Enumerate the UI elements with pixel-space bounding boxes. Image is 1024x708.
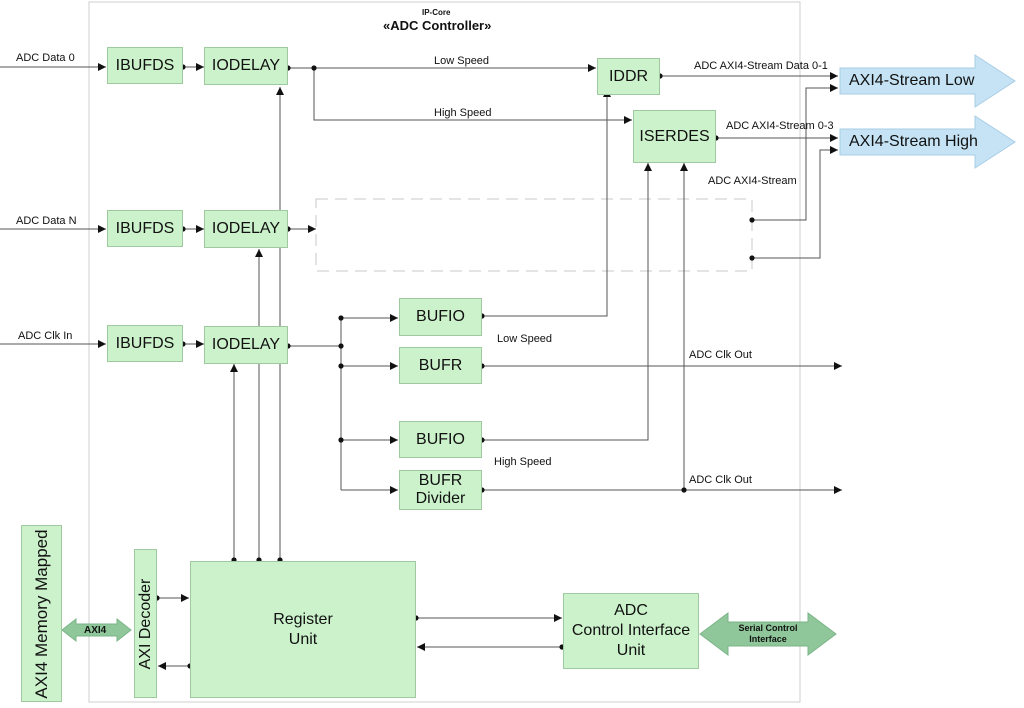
low-speed-label-top: Low Speed bbox=[434, 55, 490, 67]
axi-decoder-label: AXI Decoder bbox=[136, 578, 154, 669]
stream-high-arrow bbox=[839, 115, 1016, 169]
ip-core-label: IP-Core bbox=[422, 8, 451, 17]
input-label-adc-data-n: ADC Data N bbox=[16, 215, 77, 227]
ibufds-block-n: IBUFDS bbox=[107, 210, 183, 247]
input-label-adc-data-0: ADC Data 0 bbox=[16, 52, 75, 64]
bufr-divider-block: BUFR Divider bbox=[399, 470, 482, 510]
adc-ci-line3: Unit bbox=[616, 642, 646, 659]
axi4-bus-label: AXI4 bbox=[84, 625, 107, 636]
register-unit-block: Register Unit bbox=[190, 561, 416, 698]
stream-03-label: ADC AXI4-Stream 0-3 bbox=[726, 120, 834, 132]
ibufds-block-0: IBUFDS bbox=[107, 47, 183, 84]
high-speed-label-top: High Speed bbox=[434, 107, 492, 119]
stream-low-arrow bbox=[839, 54, 1016, 108]
serial-control-label: Serial Control Interface bbox=[718, 623, 818, 645]
ibufds-block-clk: IBUFDS bbox=[107, 325, 183, 362]
adc-ci-line1: ADC bbox=[614, 602, 648, 619]
bufr-divider-line2: Divider bbox=[415, 490, 466, 507]
stream-low-label: AXI4-Stream Low bbox=[849, 72, 975, 89]
bufio-block-low: BUFIO bbox=[399, 298, 482, 336]
adc-clk-out-label-1: ADC Clk Out bbox=[689, 349, 752, 361]
axi-decoder-block: AXI Decoder bbox=[134, 549, 157, 698]
serial-control-arrow bbox=[699, 612, 837, 656]
adc-control-interface-block: ADC Control Interface Unit bbox=[563, 593, 699, 669]
stream-data-01-label: ADC AXI4-Stream Data 0-1 bbox=[694, 60, 828, 72]
iodelay-block-clk: IODELAY bbox=[204, 326, 288, 364]
adc-clk-out-label-2: ADC Clk Out bbox=[689, 474, 752, 486]
bufr-divider-line1: BUFR bbox=[418, 472, 463, 489]
serial-control-line2: Interface bbox=[749, 634, 787, 644]
input-label-adc-clk-in: ADC Clk In bbox=[18, 330, 73, 342]
stream-high-label: AXI4-Stream High bbox=[849, 133, 978, 150]
axi4-bus-arrow bbox=[61, 617, 132, 643]
adc-ci-line2: Control Interface bbox=[571, 622, 691, 639]
register-unit-line1: Register bbox=[273, 610, 333, 628]
dashed-region bbox=[315, 198, 753, 272]
axi4-memory-mapped-block: AXI4 Memory Mapped bbox=[21, 525, 62, 702]
register-unit-line2: Unit bbox=[288, 630, 318, 648]
bufr-block: BUFR bbox=[399, 347, 482, 384]
diagram-title: «ADC Controller» bbox=[383, 18, 492, 33]
iddr-block: IDDR bbox=[597, 58, 660, 95]
serial-control-line1: Serial Control bbox=[738, 623, 798, 633]
high-speed-label-clk: High Speed bbox=[494, 456, 552, 468]
axi4-stream-label: ADC AXI4-Stream bbox=[708, 175, 797, 187]
iserdes-block: ISERDES bbox=[633, 110, 716, 163]
bufio-block-high: BUFIO bbox=[399, 421, 482, 458]
iodelay-block-0: IODELAY bbox=[204, 47, 288, 85]
iodelay-block-n: IODELAY bbox=[204, 210, 288, 248]
axi4-memory-mapped-label: AXI4 Memory Mapped bbox=[31, 528, 51, 699]
low-speed-label-clk: Low Speed bbox=[497, 333, 553, 345]
